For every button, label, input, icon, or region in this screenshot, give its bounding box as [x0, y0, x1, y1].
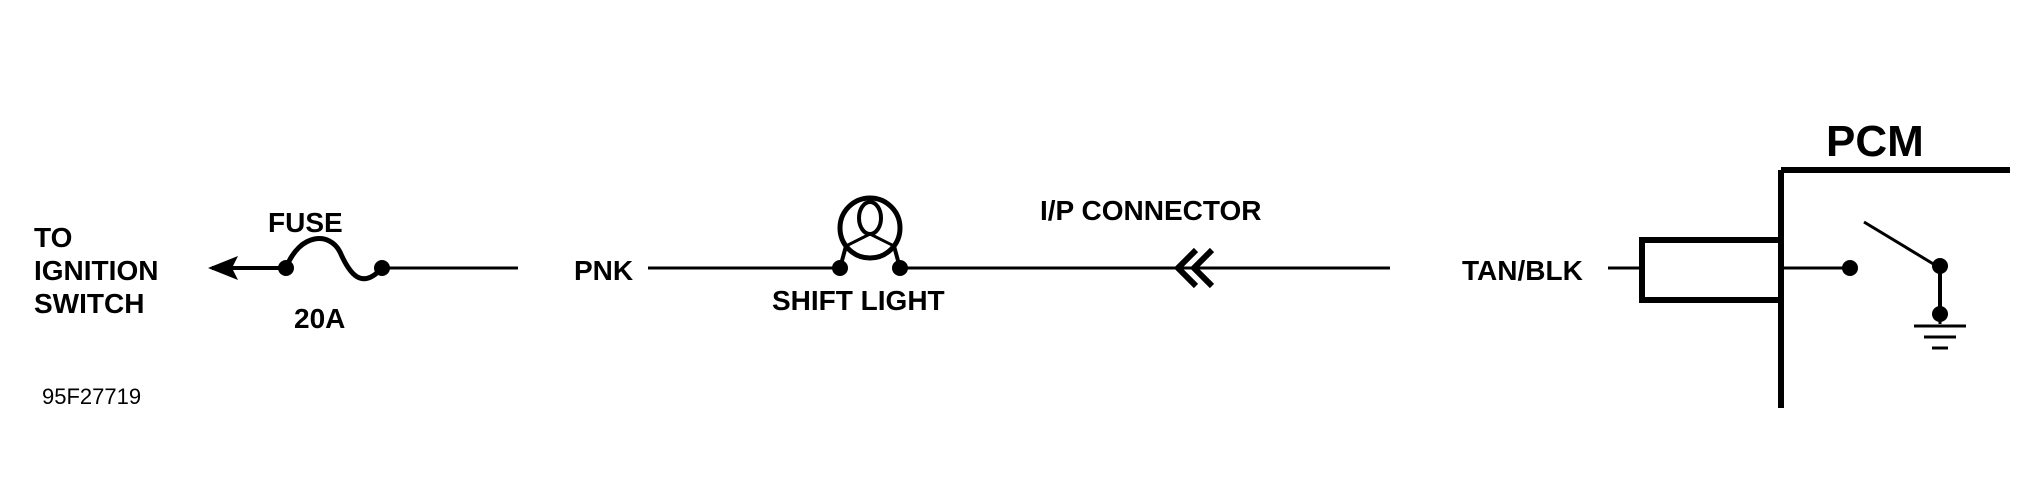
wire-tan-blk-label: TAN/BLK — [1462, 255, 1583, 286]
ip-connector-chevron-icon — [1173, 247, 1215, 289]
ip-connector-label: I/P CONNECTOR — [1040, 195, 1261, 226]
shift-light-label: SHIFT LIGHT — [772, 285, 945, 316]
to-ignition-label-line2: IGNITION — [34, 255, 158, 286]
to-ignition-label-line1: TO — [34, 222, 72, 253]
pcm-connector-pin — [1639, 237, 1784, 303]
fuse-rating-label: 20A — [294, 303, 345, 334]
fuse-label: FUSE — [268, 207, 343, 238]
ignition-arrow — [208, 256, 286, 280]
pcm-switch-icon — [1842, 220, 1948, 322]
fuse-symbol — [278, 236, 518, 282]
to-ignition-label-line3: SWITCH — [34, 288, 144, 319]
pcm-module — [1639, 167, 2010, 408]
ground-icon — [1914, 314, 1966, 350]
wire-pnk-label: PNK — [574, 255, 633, 286]
pcm-label: PCM — [1826, 117, 1924, 166]
shift-light-bulb-icon — [832, 195, 908, 276]
fuse-terminal-left — [278, 260, 294, 276]
figure-id: 95F27719 — [42, 384, 141, 409]
